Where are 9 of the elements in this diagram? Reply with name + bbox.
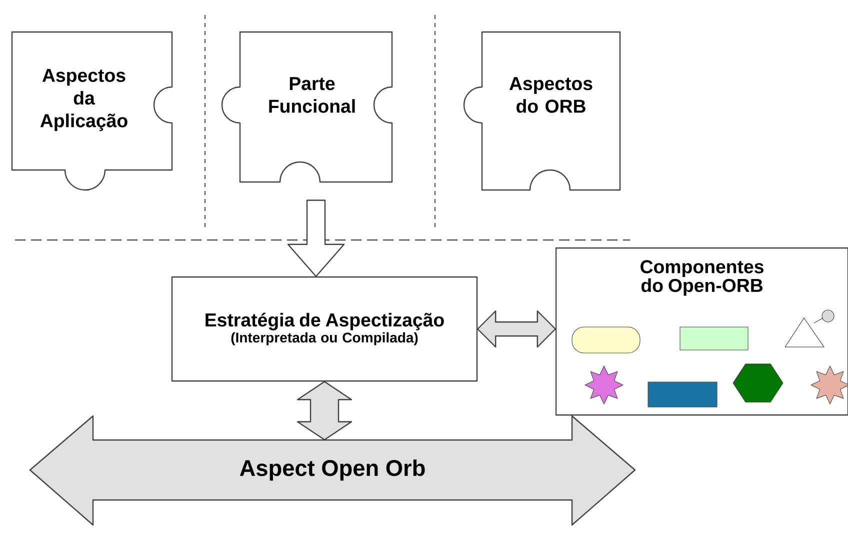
puzzle-piece: Parte Funcional <box>221 31 393 183</box>
block-arrow <box>477 310 556 348</box>
components-box: Componentes do Open-ORB <box>555 247 848 416</box>
puzzle-piece: Aspectos do ORB <box>463 31 621 191</box>
puzzle-piece: Aspectos da Aplicação <box>11 31 173 191</box>
block-arrow <box>287 200 345 277</box>
block-arrow <box>296 381 352 440</box>
strategy-box: Estratégia de Aspectização (Interpretada ou Compilada) <box>171 276 478 382</box>
double-arrow-band: Aspect Open Orb <box>29 415 636 526</box>
